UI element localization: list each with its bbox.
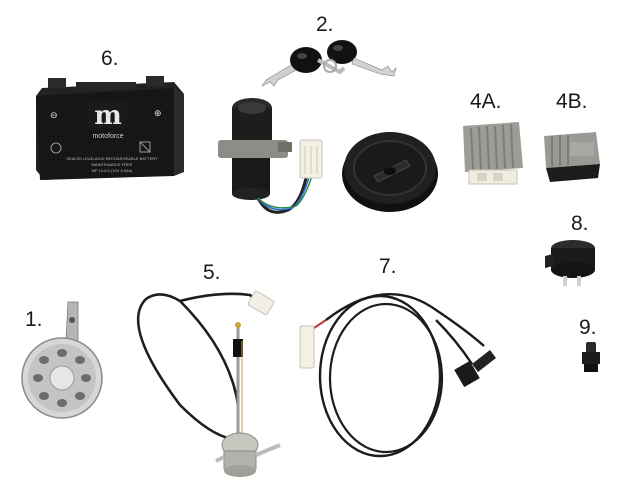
regulator-b-image (544, 132, 600, 182)
label-ignition-set: 2. (316, 13, 334, 36)
label-battery: 6. (101, 47, 119, 70)
label-regulator-b: 4B. (556, 90, 588, 113)
battery-plus: ⊕ (154, 109, 162, 119)
label-regulator-a: 4A. (470, 90, 502, 113)
battery-spec1: SEALED LEAD-ACID RECHARGEABLE BATTERY (66, 156, 158, 161)
ignition-switch-image (218, 98, 323, 214)
battery-model: MF 12-6.5 (12V 6.5Ah) (92, 168, 133, 173)
regulator-a-image (463, 122, 523, 185)
fuel-tap-image (136, 290, 281, 477)
battery-spec2: MAINTENANCE FREE (92, 162, 133, 167)
label-switch: 9. (579, 316, 597, 339)
battery-minus: ⊖ (50, 111, 58, 121)
sensor-cable-image (299, 293, 496, 458)
label-sensor-cable: 7. (379, 255, 397, 278)
horn-image (21, 301, 103, 419)
battery-logo: m (94, 101, 122, 131)
ignition-keys-image (261, 40, 397, 87)
battery-brand: motoforce (92, 133, 123, 140)
label-flasher-relay: 8. (571, 212, 589, 235)
battery-image: ⊖ ⊕ m motoforce SEALED LEAD-ACID RECHARG… (36, 76, 184, 180)
label-horn: 1. (25, 308, 43, 331)
flasher-relay-image (545, 240, 595, 286)
switch-image (582, 342, 600, 372)
fuel-cap-image (342, 132, 438, 212)
label-fuel-tap: 5. (203, 261, 221, 284)
